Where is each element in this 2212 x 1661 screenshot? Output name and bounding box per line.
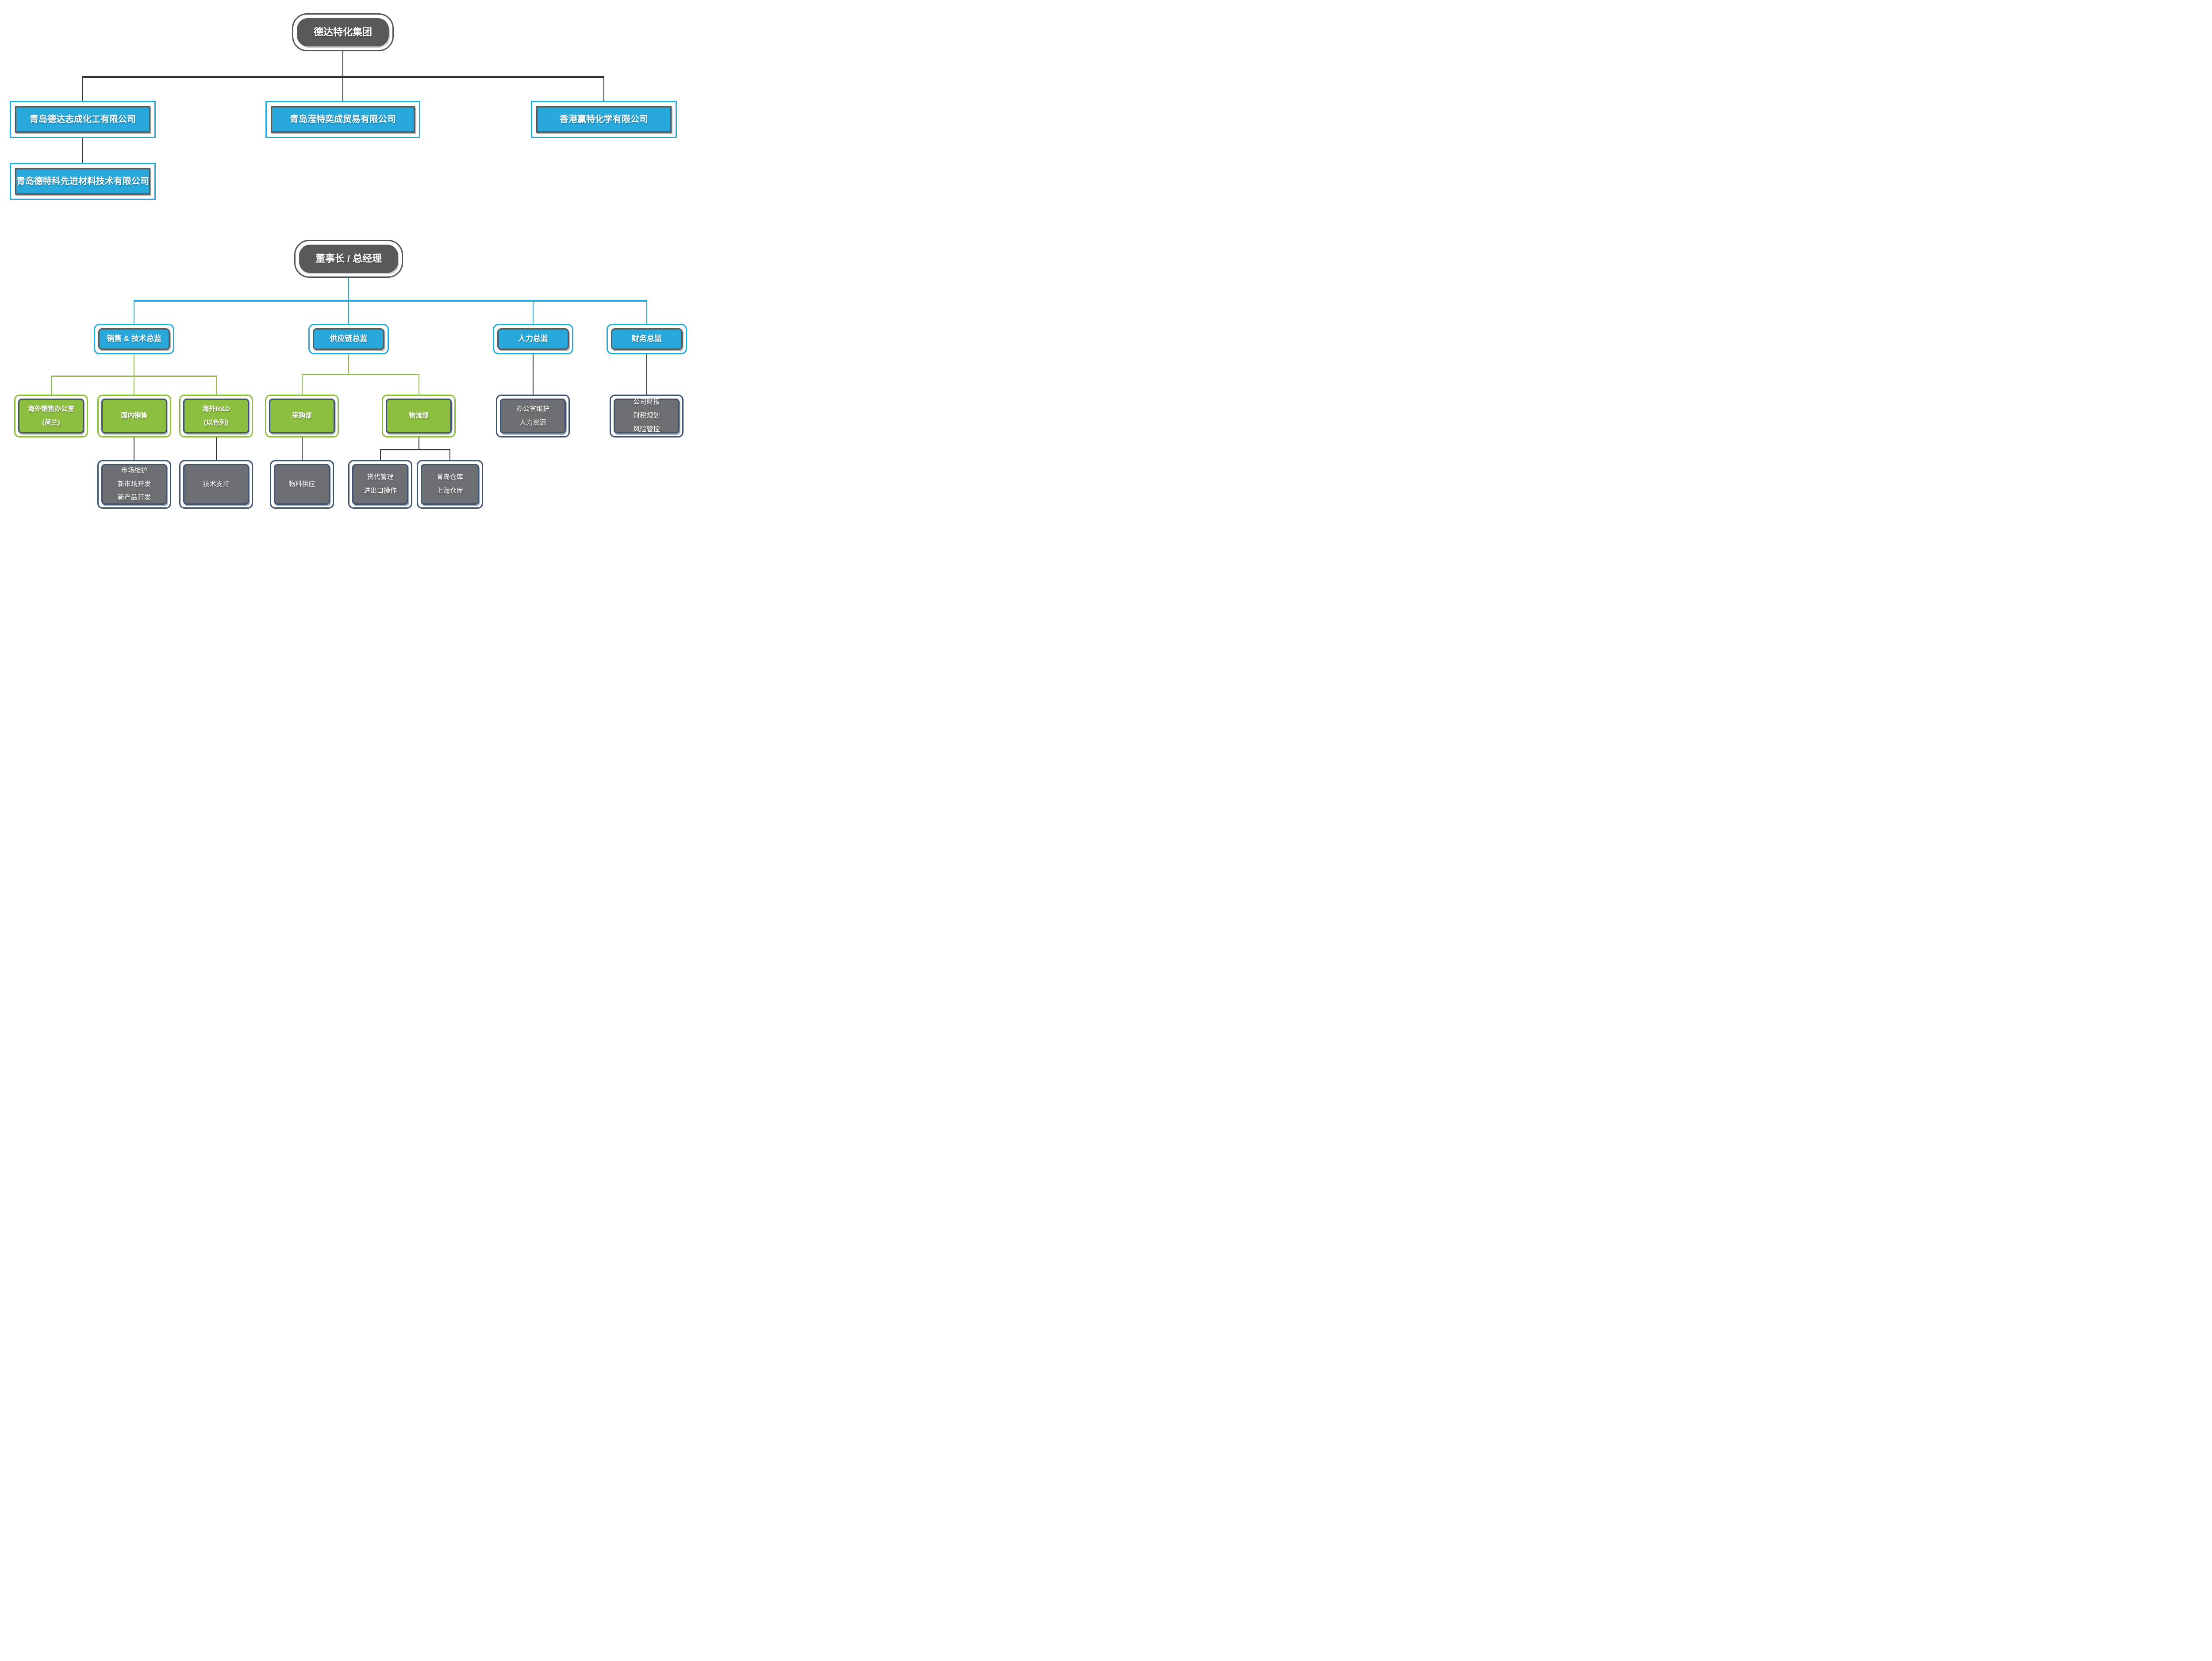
connector: [51, 376, 52, 395]
node-company-1: 青岛德达志成化工有限公司: [10, 101, 156, 138]
connector: [134, 300, 647, 302]
connector: [51, 376, 217, 377]
connector: [380, 449, 381, 460]
node-director-sales-tech: 销售 & 技术总监: [94, 324, 174, 354]
node-task-warehouse: 青岛仓库 上海仓库: [417, 460, 483, 509]
node-dept-logistics: 物流部: [382, 395, 456, 437]
connector: [348, 354, 349, 374]
node-label: 董事长 / 总经理: [315, 253, 382, 264]
node-label: 销售 & 技术总监: [107, 334, 161, 343]
connector: [216, 376, 217, 395]
node-label: 海外R&D (以色列): [202, 405, 230, 426]
connector: [82, 138, 83, 163]
connector: [533, 354, 534, 395]
connector: [302, 374, 419, 375]
node-label: 德达特化集团: [313, 26, 372, 38]
connector: [342, 76, 343, 101]
node-dept-overseas-rd: 海外R&D (以色列): [179, 395, 253, 437]
node-label: 货代管理 进出口操作: [363, 473, 397, 495]
node-task-market: 市场维护 新市场开发 新产品开发: [97, 460, 171, 509]
connector: [82, 76, 83, 101]
node-label: 办公室维护 人力资源: [516, 405, 549, 426]
connector: [380, 449, 450, 450]
node-director-supply-chain: 供应链总监: [308, 324, 389, 354]
node-label: 物流部: [408, 412, 429, 420]
node-label: 采购部: [292, 412, 312, 420]
node-label: 人力总监: [518, 334, 548, 343]
node-label: 海外销售办公室 (荷兰): [27, 405, 74, 426]
connector: [216, 437, 217, 460]
node-label: 公司财报 财税规划 风险管控: [633, 398, 660, 433]
node-dept-overseas-sales: 海外销售办公室 (荷兰): [14, 395, 88, 437]
node-dept-domestic-sales: 国内销售: [97, 395, 171, 437]
node-label: 青岛滢特奕成贸易有限公司: [290, 115, 396, 124]
node-director-finance: 财务总监: [607, 324, 687, 354]
connector: [82, 76, 604, 78]
node-label: 青岛仓库 上海仓库: [436, 473, 463, 495]
connector: [348, 278, 349, 301]
connector: [342, 51, 343, 77]
node-label: 青岛德达志成化工有限公司: [30, 115, 136, 124]
connector: [603, 76, 604, 101]
node-label: 物料供应: [288, 480, 315, 488]
connector: [348, 300, 349, 324]
node-director-hr: 人力总监: [493, 324, 573, 354]
connector: [302, 437, 303, 460]
node-task-office-hr: 办公室维护 人力资源: [496, 395, 570, 437]
connector: [449, 449, 450, 460]
node-label: 青岛德特科先进材料技术有限公司: [16, 176, 149, 186]
node-task-finance: 公司财报 财税规划 风险管控: [610, 395, 684, 437]
node-label: 市场维护 新市场开发 新产品开发: [117, 466, 151, 502]
node-label: 供应链总监: [330, 334, 368, 343]
node-label: 国内销售: [121, 412, 148, 420]
node-company-3: 香港赢特化学有限公司: [531, 101, 677, 138]
node-label: 技术支持: [203, 480, 230, 488]
node-task-tech-support: 技术支持: [179, 460, 253, 509]
connector: [302, 374, 303, 395]
node-label: 财务总监: [632, 334, 662, 343]
org-chart-canvas: 德达特化集团 青岛德达志成化工有限公司 青岛滢特奕成贸易有限公司 香港赢特化学有…: [0, 0, 693, 519]
node-dept-purchasing: 采购部: [265, 395, 339, 437]
node-group-root: 德达特化集团: [292, 13, 394, 51]
node-task-material-supply: 物料供应: [270, 460, 334, 509]
node-ceo: 董事长 / 总经理: [294, 240, 403, 278]
node-task-freight: 货代管理 进出口操作: [348, 460, 412, 509]
node-company-1-sub: 青岛德特科先进材料技术有限公司: [10, 163, 156, 200]
connector: [646, 354, 647, 395]
node-label: 香港赢特化学有限公司: [560, 115, 648, 124]
node-company-2: 青岛滢特奕成贸易有限公司: [265, 101, 420, 138]
connector: [646, 300, 647, 324]
connector: [533, 300, 534, 324]
